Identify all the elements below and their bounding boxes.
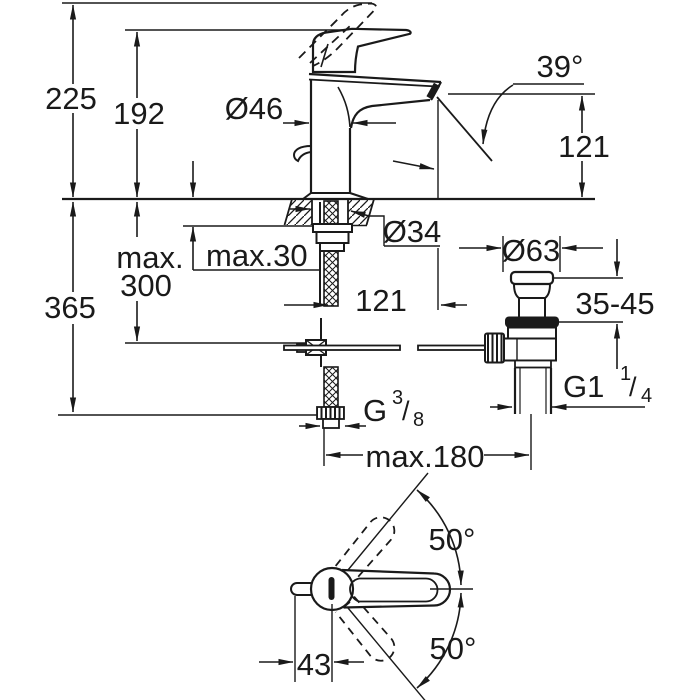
horizontal-rod-right [417, 344, 487, 351]
label-deck-thickness: max.30 [206, 238, 308, 273]
dimension-labels: 225 192 Ø46 39° 121 Ø34 max.30 max. 300 … [44, 49, 655, 682]
label-pull-rod-line2: 300 [120, 268, 172, 303]
faucet-side-view [292, 2, 493, 200]
supply-thread-slash: / [402, 396, 410, 426]
horizontal-rod-left [283, 344, 401, 351]
supply-hose-upper [323, 200, 339, 307]
label-height-overall: 225 [45, 81, 97, 116]
supply-thread-base: G [363, 393, 387, 428]
dimension-lines [69, 4, 645, 689]
swing-arc-down [416, 592, 464, 689]
spout-top [308, 72, 442, 84]
label-body-diameter: Ø46 [225, 91, 284, 126]
label-hole-diameter: Ø34 [383, 214, 442, 249]
waste-body [503, 337, 557, 362]
pull-rod-knob [292, 145, 312, 163]
pop-up-waste [484, 270, 559, 414]
lever-rear-tab [290, 582, 311, 596]
waste-seal-ring [505, 316, 559, 328]
mounting-and-supply [283, 200, 487, 429]
mounting-washer [312, 223, 353, 233]
lever-swung-up-dashed [334, 516, 396, 582]
label-waste-thread: G1 1 / 4 [563, 363, 652, 407]
supply-thread-sup: 3 [392, 387, 403, 409]
waste-thread-slash: / [629, 372, 637, 402]
supply-hose-lower [323, 366, 339, 408]
label-basin-thickness-range: 35-45 [575, 286, 654, 321]
handle-top-view [290, 516, 452, 662]
water-stream-line [436, 96, 493, 162]
label-spout-outlet-height: 121 [558, 129, 610, 164]
lever-pivot-mark [328, 577, 335, 600]
lever-handle [311, 27, 412, 74]
waste-knob [484, 332, 505, 364]
waste-thread-sub: 4 [641, 385, 652, 407]
label-max-distance: max.180 [366, 439, 485, 474]
label-waste-flange-diameter: Ø63 [502, 233, 561, 268]
supply-thread-sub: 8 [413, 409, 424, 431]
waste-tailpipe [513, 368, 553, 414]
body-top-view [309, 566, 355, 612]
body-base [302, 192, 369, 200]
label-hose-length: 365 [44, 290, 96, 325]
waste-plug-cap [509, 270, 555, 286]
lever-raised-dashed [298, 2, 378, 67]
label-supply-thread: G 3 / 8 [363, 387, 424, 431]
aerator [426, 82, 441, 100]
label-swing-up: 50° [429, 522, 476, 557]
label-pull-rod-line1: max. [116, 240, 183, 275]
label-handle-rear-offset: 43 [297, 647, 331, 682]
angle-39-arc [481, 84, 514, 145]
lever-top-view [341, 568, 452, 609]
spout-underside [349, 98, 431, 129]
swing-arc-up [416, 489, 464, 586]
hose-nut [316, 406, 345, 420]
lever-swung-down-dashed [334, 596, 396, 662]
mounting-nut [315, 231, 350, 244]
waste-thread-base: G1 [563, 369, 604, 404]
label-spout-angle: 39° [537, 49, 584, 84]
reference-lines [58, 2, 623, 700]
label-height-to-lever: 192 [113, 96, 165, 131]
label-swing-down: 50° [430, 631, 477, 666]
waste-thread-sup: 1 [620, 363, 631, 385]
label-spout-projection: 121 [355, 283, 407, 318]
